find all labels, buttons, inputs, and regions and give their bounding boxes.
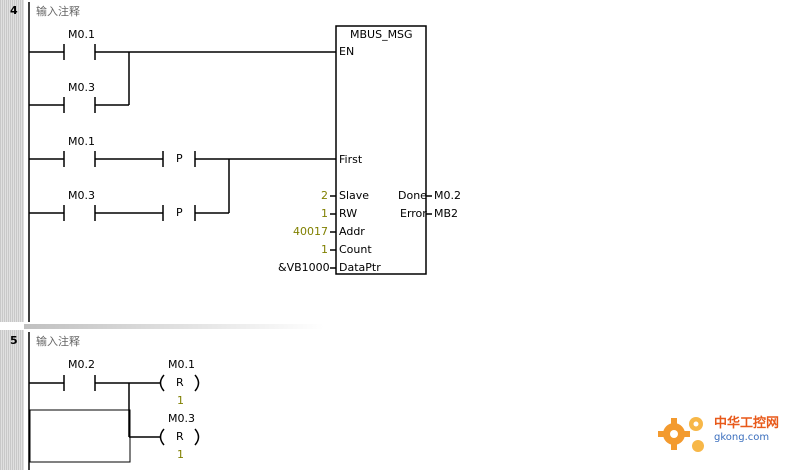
- contact-address: M0.3: [68, 81, 95, 94]
- watermark-title: 中华工控网: [714, 416, 780, 431]
- network-comment[interactable]: 输入注释: [36, 335, 80, 348]
- pin-done: Done: [398, 189, 427, 202]
- contact-address: M0.1: [68, 28, 95, 41]
- gear-icon: [658, 417, 704, 452]
- watermark-domain: gkong.com: [714, 432, 770, 443]
- network-number[interactable]: 4: [10, 4, 18, 17]
- network-5-gutter[interactable]: [0, 330, 24, 470]
- network-number[interactable]: 5: [10, 334, 18, 347]
- param-slave-value[interactable]: 2: [321, 189, 328, 202]
- network-comment[interactable]: 输入注释: [36, 5, 80, 18]
- block-title: MBUS_MSG: [350, 28, 413, 41]
- param-count-value[interactable]: 1: [321, 243, 328, 256]
- pin-slave: Slave: [339, 189, 370, 202]
- coil-count[interactable]: 1: [177, 394, 184, 407]
- coil-address: M0.3: [168, 412, 195, 425]
- coil-address: M0.1: [168, 358, 195, 371]
- network-separator: [24, 324, 324, 329]
- contact-address: M0.1: [68, 135, 95, 148]
- param-dataptr-value[interactable]: &VB1000: [278, 261, 330, 274]
- contact-address: M0.3: [68, 189, 95, 202]
- coil-type: R: [176, 430, 184, 443]
- watermark-logo: 中华工控网 gkong.com: [656, 408, 786, 460]
- param-done-value[interactable]: M0.2: [434, 189, 461, 202]
- param-addr-value[interactable]: 40017: [293, 225, 328, 238]
- param-error-value[interactable]: MB2: [434, 207, 459, 220]
- network-4-gutter[interactable]: [0, 0, 24, 322]
- positive-edge-label: P: [176, 152, 183, 165]
- pin-rw: RW: [339, 207, 358, 220]
- coil-type: R: [176, 376, 184, 389]
- contact-address: M0.2: [68, 358, 95, 371]
- function-block[interactable]: [335, 25, 427, 275]
- pin-first: First: [339, 153, 363, 166]
- positive-edge-label: P: [176, 206, 183, 219]
- coil-count[interactable]: 1: [177, 448, 184, 461]
- pin-dataptr: DataPtr: [339, 261, 381, 274]
- coil[interactable]: [159, 428, 165, 446]
- param-rw-value[interactable]: 1: [321, 207, 328, 220]
- pin-count: Count: [339, 243, 372, 256]
- coil[interactable]: [159, 374, 165, 392]
- pin-addr: Addr: [339, 225, 365, 238]
- selection-box[interactable]: [29, 409, 131, 463]
- pin-error: Error: [400, 207, 427, 220]
- pin-en: EN: [339, 45, 355, 58]
